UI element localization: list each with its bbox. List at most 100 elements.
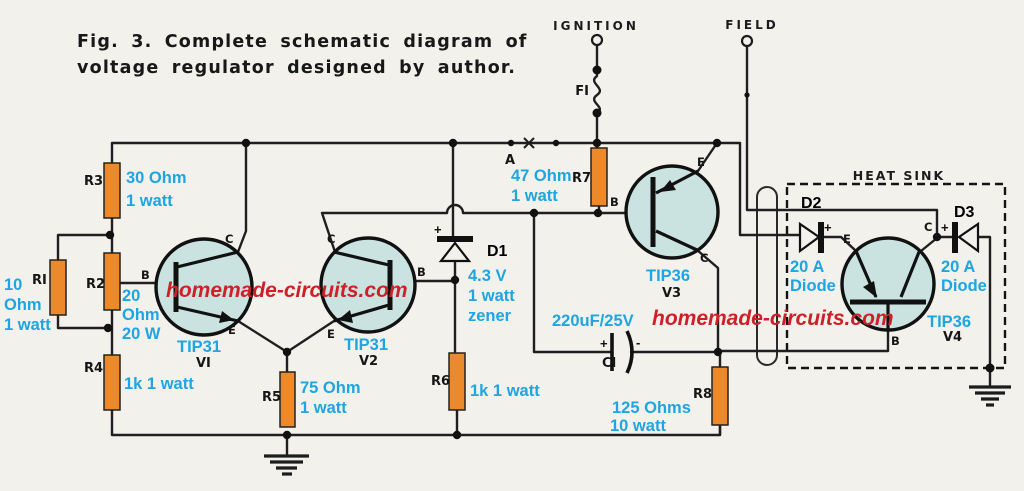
r1-value-line2: Ohm [4, 296, 42, 314]
r8-ref: R8 [693, 387, 712, 402]
r8-value-line1: 125 Ohms [612, 399, 691, 417]
r3-value-line2: 1 watt [126, 192, 173, 210]
d3-label: D3 [954, 204, 975, 221]
junction-dot [282, 430, 292, 440]
wire-d3-anode-down [976, 235, 992, 370]
fuse-end-dot [592, 108, 602, 118]
capacitor-c1-minus-plate [625, 330, 634, 374]
d1-value-line1: 4.3 V [468, 267, 507, 285]
ignition-terminal [590, 33, 604, 47]
wire-v2-emitter [285, 319, 336, 354]
junction-dots [103, 65, 995, 440]
capacitor-c1 [610, 330, 634, 374]
r4-ref: R4 [84, 361, 103, 376]
v4-pin-c: C [924, 220, 932, 234]
d2-plus-sign: + [824, 220, 832, 235]
transistor-v1 [154, 237, 254, 337]
r1-ref: RI [32, 273, 47, 288]
wire-pass-through-capsule [756, 186, 778, 366]
d3-plus-sign: + [941, 220, 949, 235]
v3-pin-e: E [697, 155, 705, 169]
v3-pin-c: C [700, 251, 708, 265]
r3-ref: R3 [84, 174, 103, 189]
wire-r1-branch [56, 233, 112, 330]
watermark-right: homemade-circuits.com [652, 307, 894, 330]
wire-v3-collector [695, 248, 720, 354]
v4-pin-e: E [843, 232, 851, 246]
figure-caption-line2: voltage regulator designed by author. [77, 58, 516, 78]
transistor-v4-emitter-arrow [863, 281, 877, 298]
r2-value-line3: 20 W [122, 325, 161, 343]
v2-pin-e: E [327, 327, 335, 341]
zener-d1-cathode-bar [437, 236, 473, 242]
junction-dot [448, 138, 458, 148]
wire-field [745, 44, 939, 239]
heat-sink-boundary [785, 182, 1007, 370]
wire-v3-emitter [696, 141, 719, 173]
diode-d3-triangle [957, 221, 980, 254]
r2-ref: R2 [86, 277, 105, 292]
junction-dot [744, 92, 750, 98]
transistor-v2 [319, 236, 417, 334]
heat-sink-label: HEAT SINK [853, 168, 945, 183]
r2-value-line2: Ohm [122, 306, 160, 324]
d3-value-line1: 20 A [941, 258, 975, 276]
diode-d2-cathode-bar [818, 222, 824, 253]
d1-plus-sign: + [434, 222, 442, 237]
diode-d2 [798, 221, 824, 254]
d2-label: D2 [801, 195, 822, 212]
v2-pin-c: C [327, 232, 335, 246]
v2-part: TIP31 [344, 336, 388, 354]
junction-dot [592, 138, 602, 148]
v4-pin-b: B [891, 334, 900, 348]
resistor-r6 [448, 352, 466, 411]
connector-x-mark [523, 137, 535, 149]
point-a-label: A [505, 153, 515, 168]
junction-dot [712, 138, 722, 148]
r5-ref: R5 [262, 390, 281, 405]
c1-plus-sign: + [600, 336, 608, 351]
resistor-r3 [103, 162, 121, 219]
v2-pin-b: B [417, 265, 426, 279]
junction-dot [450, 275, 460, 285]
r7-value-line1: 47 Ohm [511, 167, 572, 185]
c1-value: 220uF/25V [552, 312, 634, 330]
transistor-v4 [840, 236, 936, 332]
wire-c1-left [532, 211, 614, 354]
field-label: FIELD [725, 18, 778, 32]
junction-dot [985, 363, 995, 373]
resistor-r4 [103, 354, 121, 411]
transistor-v2-emitter-arrow [338, 310, 353, 323]
wire-v1-emitter [236, 319, 289, 354]
r4-value: 1k 1 watt [124, 375, 194, 393]
ground-symbol-right [969, 385, 1011, 407]
d1-value-line3: zener [468, 307, 512, 325]
wire-v1-collector [236, 141, 248, 254]
v4-ref: V4 [943, 330, 962, 345]
c1-minus-sign: - [636, 335, 640, 350]
resistor-r7 [590, 147, 608, 207]
r5-value-line2: 1 watt [300, 399, 347, 417]
v3-ref: V3 [662, 286, 681, 301]
r1-value-line1: 10 [4, 276, 22, 294]
diode-d3-cathode-bar [952, 222, 958, 253]
resistor-r2 [103, 252, 121, 311]
zener-d1 [437, 236, 473, 263]
d3-value-line2: Diode [941, 277, 987, 295]
watermark-left: homemade-circuits.com [166, 279, 408, 302]
junction-dot [105, 230, 115, 240]
r5-value-line1: 75 Ohm [300, 379, 361, 397]
junction-dot [932, 232, 942, 242]
resistor-r8 [711, 366, 729, 426]
transistor-v3 [624, 164, 720, 260]
r7-ref: R7 [572, 171, 591, 186]
junction-dot [241, 138, 251, 148]
diode-d3 [952, 221, 980, 254]
field-terminal [740, 34, 754, 48]
resistor-r1 [49, 259, 67, 316]
fuse-f1-symbol [593, 74, 601, 115]
junction-dot [282, 347, 292, 357]
c1-ref: CI [602, 356, 616, 371]
d2-value-line1: 20 A [790, 258, 824, 276]
transistor-v3-body [624, 164, 720, 260]
